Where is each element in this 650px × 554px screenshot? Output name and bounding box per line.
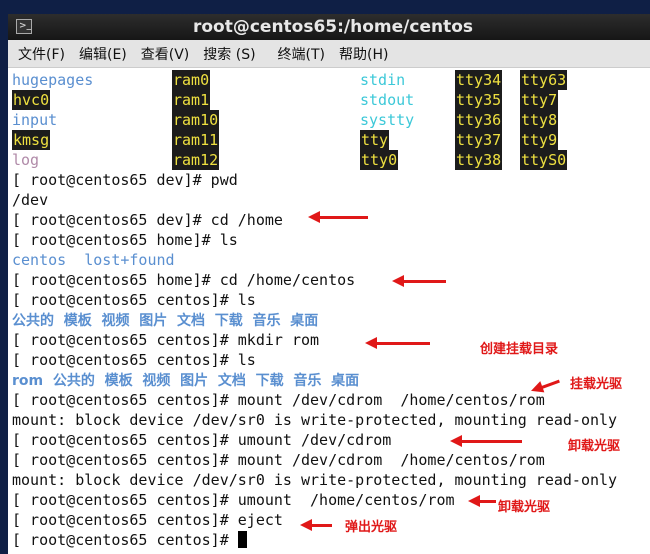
terminal-line: mount: block device /dev/sr0 is write-pr… <box>4 410 650 430</box>
device-entry: ttyS0 <box>520 150 568 170</box>
cursor <box>237 531 247 548</box>
arrow-annotation <box>468 495 496 507</box>
window-title: root@centos65:/home/centos <box>192 17 474 37</box>
menu-help[interactable]: 帮助(H) <box>339 46 389 63</box>
annotation-mount: 挂载光驱 <box>570 377 623 392</box>
device-entry: ram11 <box>172 130 220 150</box>
device-entry: input <box>12 111 58 129</box>
line-text: mount: block device /dev/sr0 is write-pr… <box>12 411 618 429</box>
line-text: mount: block device /dev/sr0 is write-pr… <box>12 471 618 489</box>
terminal-line: centos lost+found <box>4 250 650 270</box>
annotation-eject: 弹出光驱 <box>345 520 398 535</box>
device-entry: stdin <box>360 71 406 89</box>
line-text: [ root@centos65 centos]# mount /dev/cdro… <box>12 451 545 469</box>
device-entry: tty9 <box>520 130 559 150</box>
terminal-line: [ root@centos65 centos]# eject <box>4 510 650 530</box>
line-text: [ root@centos65 dev]# pwd <box>12 171 238 189</box>
device-entry: log <box>12 151 40 169</box>
device-entry: tty38 <box>455 150 503 170</box>
device-entry: tty7 <box>520 90 559 110</box>
terminal-line: [ root@centos65 centos]# mount /dev/cdro… <box>4 390 650 410</box>
terminal-line: [ root@centos65 centos]# ls <box>4 350 650 370</box>
device-entry: tty0 <box>360 150 399 170</box>
device-entry: tty37 <box>455 130 503 150</box>
listing-row: hugepages ram0 stdin tty34 tty63 <box>4 70 650 90</box>
terminal-line: [ root@centos65 centos]# mkdir rom <box>4 330 650 350</box>
line-text: rom 公共的 模板 视频 图片 文档 下载 音乐 桌面 <box>12 373 360 389</box>
terminal-line: 公共的 模板 视频 图片 文档 下载 音乐 桌面 <box>4 310 650 330</box>
terminal-line: [ root@centos65 dev]# pwd <box>4 170 650 190</box>
line-text: [ root@centos65 home]# ls <box>12 231 238 249</box>
device-entry: ram0 <box>172 70 211 90</box>
terminal-line: mount: block device /dev/sr0 is write-pr… <box>4 470 650 490</box>
line-text: [ root@centos65 centos]# umount /home/ce… <box>12 491 455 509</box>
annotation-mkdir: 创建挂载目录 <box>480 342 559 357</box>
device-entry: ram12 <box>172 150 220 170</box>
arrow-annotation <box>392 275 446 287</box>
arrow-annotation <box>450 435 522 447</box>
menu-search[interactable]: 搜索 (S) <box>203 46 256 63</box>
line-text: [ root@centos65 centos]# mkdir rom <box>12 331 320 349</box>
listing-row: input ram10 systty tty36 tty8 <box>4 110 650 130</box>
terminal-line: rom 公共的 模板 视频 图片 文档 下载 音乐 桌面 <box>4 370 650 390</box>
device-entry: stdout <box>360 91 415 109</box>
device-entry: ram10 <box>172 110 220 130</box>
terminal-line: [ root@centos65 centos]# ls <box>4 290 650 310</box>
listing-row: kmsg ram11 tty tty37 tty9 <box>4 130 650 150</box>
listing-row: hvc0 ram1 stdout tty35 tty7 <box>4 90 650 110</box>
device-entry: tty36 <box>455 110 503 130</box>
menu-file[interactable]: 文件(F) <box>18 46 65 63</box>
line-text: [ root@centos65 centos]# ls <box>12 291 256 309</box>
line-text: 公共的 模板 视频 图片 文档 下载 音乐 桌面 <box>12 313 319 329</box>
line-text: [ root@centos65 centos]# umount /dev/cdr… <box>12 431 392 449</box>
device-entry: tty8 <box>520 110 559 130</box>
menu-terminal[interactable]: 终端(T) <box>277 46 326 63</box>
line-text: [ root@centos65 home]# cd /home/centos <box>12 271 356 289</box>
line-text: [ root@centos65 centos]# <box>12 531 238 549</box>
device-entry: tty34 <box>455 70 503 90</box>
annotation-umount: 卸载光驱 <box>568 439 621 454</box>
terminal-line: [ root@centos65 centos]# umount /home/ce… <box>4 490 650 510</box>
device-entry: tty <box>360 130 390 150</box>
line-text: [ root@centos65 dev]# cd /home <box>12 211 283 229</box>
title-bar: >_ root@centos65:/home/centos <box>8 14 650 40</box>
device-entry: tty35 <box>455 90 503 110</box>
menu-bar: 文件(F) 编辑(E) 查看(V) 搜索 (S) 终端(T) 帮助(H) <box>8 40 650 68</box>
line-text: [ root@centos65 centos]# mount /dev/cdro… <box>12 391 545 409</box>
line-text: [ root@centos65 centos]# eject <box>12 511 283 529</box>
terminal-line: [ root@centos65 home]# cd /home/centos <box>4 270 650 290</box>
arrow-annotation <box>300 519 332 531</box>
terminal-line: [ root@centos65 centos]# umount /dev/cdr… <box>4 430 650 450</box>
arrow-annotation <box>365 337 430 349</box>
menu-edit[interactable]: 编辑(E) <box>78 46 127 63</box>
terminal-output[interactable]: hugepages ram0 stdin tty34 tty63 hvc0 ram1 stdo… <box>4 70 650 550</box>
device-entry: kmsg <box>12 130 51 150</box>
line-text: centos lost+found <box>12 251 175 269</box>
device-entry: systty <box>360 111 415 129</box>
terminal-line: [ root@centos65 home]# ls <box>4 230 650 250</box>
terminal-line: [ root@centos65 dev]# cd /home <box>4 210 650 230</box>
device-entry: hvc0 <box>12 90 51 110</box>
terminal-icon: >_ <box>16 19 32 34</box>
arrow-annotation <box>308 211 368 223</box>
terminal-line: [ root@centos65 centos]# mount /dev/cdro… <box>4 450 650 470</box>
line-text: [ root@centos65 centos]# ls <box>12 351 256 369</box>
annotation-umount-rom: 卸载光驱 <box>498 500 551 515</box>
device-entry: ram1 <box>172 90 211 110</box>
menu-view[interactable]: 查看(V) <box>140 46 190 63</box>
terminal-line: [ root@centos65 centos]# <box>4 530 650 550</box>
device-entry: tty63 <box>520 70 568 90</box>
terminal-line: /dev <box>4 190 650 210</box>
device-entry: hugepages <box>12 71 94 89</box>
listing-row: log ram12 tty0 tty38 ttyS0 <box>4 150 650 170</box>
line-text: /dev <box>12 191 49 209</box>
